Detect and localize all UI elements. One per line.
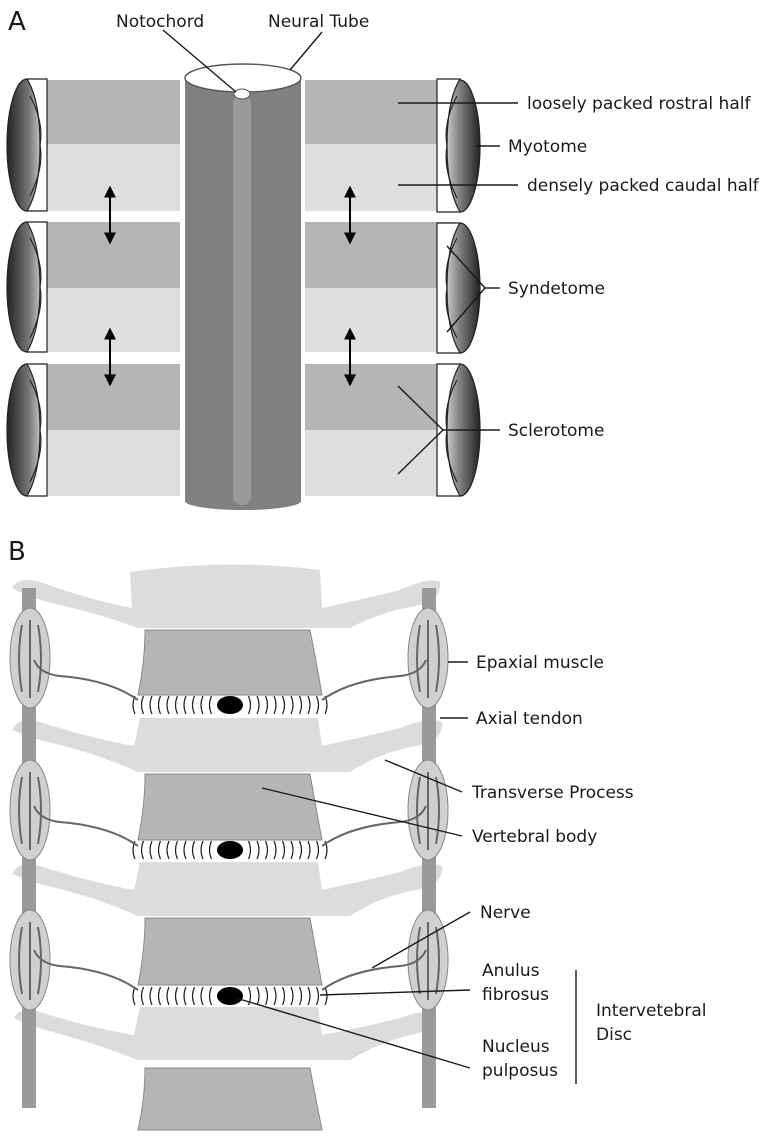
anulus-ring-arc — [167, 841, 169, 859]
anulus-ring-arc — [184, 987, 186, 1005]
anulus-ring-arc — [291, 696, 293, 714]
anulus-ring-arc — [210, 696, 212, 714]
anulus-ring-arc — [193, 696, 195, 714]
anulus-ring-arc — [274, 696, 276, 714]
label-neural-tube: Neural Tube — [268, 12, 369, 32]
anulus-ring-arc — [257, 841, 259, 859]
left-axial-column — [10, 588, 50, 1108]
anulus-ring-arc — [300, 987, 302, 1005]
anulus-ring-arc — [308, 696, 310, 714]
anulus-ring-arc — [291, 987, 293, 1005]
anulus-ring-arc — [266, 696, 268, 714]
anulus-ring-arc — [176, 841, 178, 859]
anulus-ring-arc — [266, 987, 268, 1005]
anulus-ring-arc — [266, 841, 268, 859]
label-axial-tendon: Axial tendon — [476, 709, 583, 729]
label-myotome: Myotome — [508, 137, 587, 157]
label-sclerotome: Sclerotome — [508, 421, 604, 441]
anulus-ring-arc — [210, 841, 212, 859]
anulus-ring-arc — [283, 841, 285, 859]
label-nerve: Nerve — [480, 903, 531, 923]
anulus-ring-arc — [283, 696, 285, 714]
right-somites — [305, 79, 480, 496]
label-vertebral-body: Vertebral body — [472, 827, 597, 847]
anulus-ring-arc — [274, 987, 276, 1005]
somite-left-2 — [7, 222, 180, 352]
vertebra-3 — [12, 862, 442, 985]
somite-right-2 — [305, 222, 480, 353]
somite-right-1 — [305, 79, 480, 212]
anulus-ring-arc — [257, 987, 259, 1005]
anulus-ring-arc — [249, 841, 251, 859]
anulus-ring-arc — [257, 696, 259, 714]
anulus-ring-arc — [201, 696, 203, 714]
vertebra-2 — [12, 718, 442, 840]
anulus-ring-arc — [167, 696, 169, 714]
label-anulus-line2: fibrosus — [482, 985, 549, 1005]
anulus-ring-arc — [325, 987, 327, 1005]
anulus-ring-arc — [308, 987, 310, 1005]
anulus-ring-arc — [317, 987, 319, 1005]
left-somites — [7, 79, 180, 496]
vertebra-1 — [12, 564, 440, 695]
anulus-ring-arc — [142, 696, 144, 714]
label-nucleus-line2: pulposus — [482, 1061, 558, 1081]
label-caudal-half: densely packed caudal half — [527, 176, 760, 196]
anulus-ring-arc — [201, 841, 203, 859]
panel-b-label: B — [8, 537, 26, 567]
anulus-ring-arc — [274, 841, 276, 859]
anulus-ring-arc — [317, 841, 319, 859]
anulus-ring-arc — [300, 841, 302, 859]
neural-tube — [185, 64, 301, 510]
label-anulus-line1: Anulus — [482, 961, 540, 981]
disc-2 — [133, 841, 327, 859]
notochord — [233, 95, 251, 505]
anulus-ring-arc — [150, 696, 152, 714]
anulus-ring-arc — [133, 987, 135, 1005]
anulus-ring-arc — [159, 696, 161, 714]
anulus-ring-arc — [300, 696, 302, 714]
label-epaxial-muscle: Epaxial muscle — [476, 653, 604, 673]
anulus-ring-arc — [142, 987, 144, 1005]
anulus-ring-arc — [167, 987, 169, 1005]
disc-3 — [133, 987, 327, 1005]
anulus-ring-arc — [193, 841, 195, 859]
anulus-ring-arc — [176, 987, 178, 1005]
label-notochord: Notochord — [116, 12, 204, 32]
label-disc-line2: Disc — [596, 1025, 632, 1045]
anulus-ring-arc — [308, 841, 310, 859]
panel-a-label: A — [8, 7, 26, 37]
anulus-ring-arc — [176, 696, 178, 714]
anulus-ring-arc — [159, 841, 161, 859]
vertebra-4 — [14, 1007, 436, 1130]
anulus-ring-arc — [142, 841, 144, 859]
anulus-ring-arc — [283, 987, 285, 1005]
anulus-ring-arc — [193, 987, 195, 1005]
disc-1 — [133, 696, 327, 714]
anulus-ring-arc — [210, 987, 212, 1005]
anulus-ring-arc — [201, 987, 203, 1005]
anulus-ring-arc — [159, 987, 161, 1005]
anulus-ring-arc — [150, 987, 152, 1005]
label-syndetome: Syndetome — [508, 279, 605, 299]
anulus-ring-arc — [184, 841, 186, 859]
label-nucleus-line1: Nucleus — [482, 1037, 550, 1057]
somite-left-3 — [7, 364, 180, 496]
somite-left-1 — [7, 79, 180, 211]
label-transverse-process: Transverse Process — [471, 783, 634, 803]
anulus-ring-arc — [249, 696, 251, 714]
anulus-ring-arc — [317, 696, 319, 714]
anulus-ring-arc — [291, 841, 293, 859]
label-disc-line1: Intervetebral — [596, 1001, 706, 1021]
anulus-ring-arc — [184, 696, 186, 714]
label-rostral-half: loosely packed rostral half — [527, 94, 751, 114]
anulus-ring-arc — [150, 841, 152, 859]
